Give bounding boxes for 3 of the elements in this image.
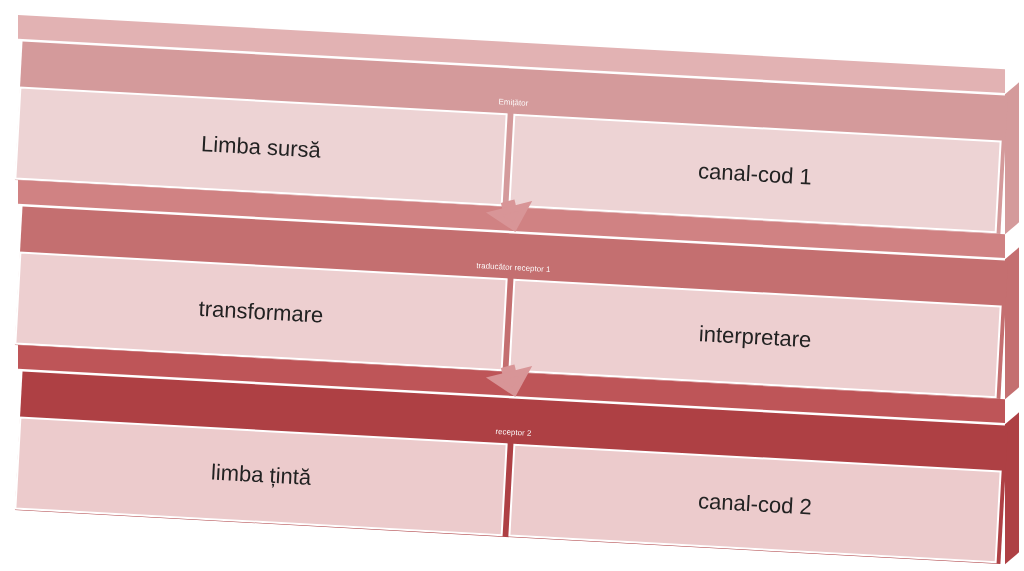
text-box: canal-cod 2: [508, 443, 1002, 564]
text-box: canal-cod 1: [508, 113, 1002, 234]
text-box: interpretare: [508, 278, 1002, 399]
